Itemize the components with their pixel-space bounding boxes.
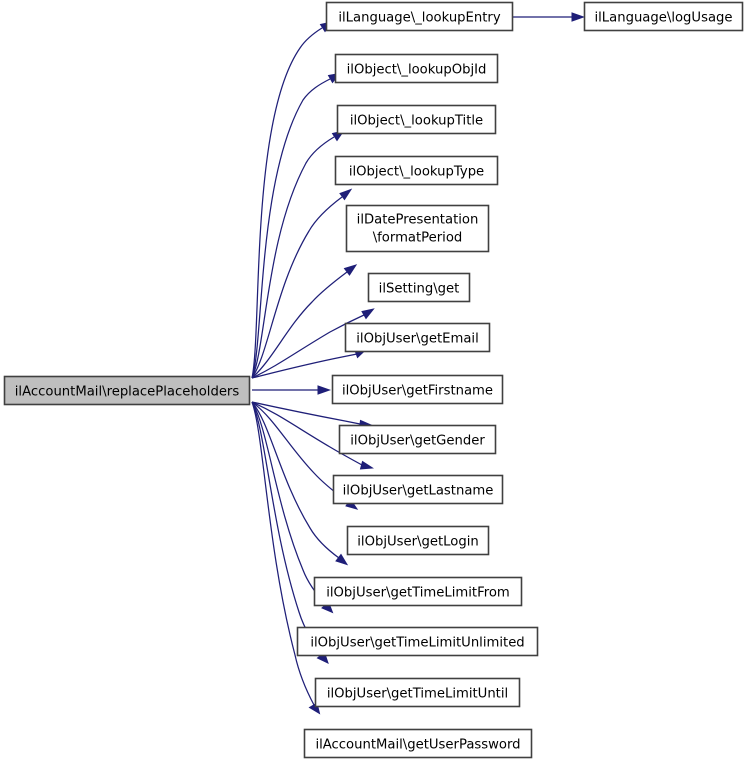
edge-root-to-getLastname (251, 401, 374, 470)
node-ilobjuser-gettimelimitfrom[interactable]: ilObjUser\getTimeLimitFrom (313, 576, 523, 607)
node-illanguage-lookupentry[interactable]: ilLanguage\_lookupEntry (325, 1, 514, 32)
node-ilobject-lookupobjid[interactable]: ilObject\_lookupObjId (334, 53, 499, 84)
node-ilobjuser-getfirstname[interactable]: ilObjUser\getFirstname (331, 374, 504, 405)
node-label-ilsetting-get: ilSetting\get (379, 282, 460, 297)
edge-root-to-formatPeriod (251, 264, 358, 379)
node-illanguage-logusage[interactable]: ilLanguage\logUsage (583, 1, 744, 32)
node-ilobjuser-getlastname[interactable]: ilObjUser\getLastname (332, 474, 504, 505)
node-label-ilobject-lookuptitle: ilObject\_lookupTitle (350, 114, 483, 129)
edge-layer (251, 12, 586, 715)
node-ilaccountmail-getuserpassword[interactable]: ilAccountMail\getUserPassword (303, 728, 533, 759)
node-ildatepresentation-formatperiod[interactable]: ilDatePresentation \formatPeriod (345, 204, 490, 253)
node-label-ildatepresentation-formatperiod-line1: ilDatePresentation (357, 213, 479, 228)
node-label-ilobjuser-gettimelimitfrom: ilObjUser\getTimeLimitFrom (326, 586, 510, 601)
edge-root-to-lookupObjId (251, 72, 341, 379)
edge-root-to-lookupType (251, 188, 353, 379)
node-label-illanguage-lookupentry: ilLanguage\_lookupEntry (338, 11, 500, 26)
node-ilobject-lookuptype[interactable]: ilObject\_lookupType (334, 155, 499, 186)
edge-lookupEntry-to-logUsage (512, 12, 586, 22)
node-ilobjuser-gettimelimitunlimited[interactable]: ilObjUser\getTimeLimitUnlimited (296, 626, 539, 657)
node-replace-placeholders[interactable]: ilAccountMail\replacePlaceholders (3, 375, 251, 406)
edge-root-to-getFirstname (252, 385, 332, 395)
node-label-illanguage-logusage: ilLanguage\logUsage (594, 11, 732, 26)
node-label-ilobjuser-gettimelimituntil: ilObjUser\getTimeLimitUntil (327, 687, 508, 702)
node-label-ildatepresentation-formatperiod-line2: \formatPeriod (373, 231, 463, 246)
node-label-ilaccountmail-getuserpassword: ilAccountMail\getUserPassword (315, 738, 520, 753)
node-label-ilobjuser-getlastname: ilObjUser\getLastname (343, 484, 494, 499)
node-label-ilobjuser-getemail: ilObjUser\getEmail (356, 332, 479, 347)
node-ilobjuser-getgender[interactable]: ilObjUser\getGender (338, 424, 497, 455)
node-ilobjuser-getlogin[interactable]: ilObjUser\getLogin (346, 525, 490, 556)
node-label-ilobjuser-getgender: ilObjUser\getGender (350, 434, 485, 449)
edge-root-to-getGender (251, 401, 373, 429)
node-label-ilobject-lookupobjid: ilObject\_lookupObjId (347, 63, 487, 78)
node-ilobjuser-getemail[interactable]: ilObjUser\getEmail (344, 322, 491, 353)
node-ilsetting-get[interactable]: ilSetting\get (367, 272, 471, 303)
node-label-ilobjuser-getfirstname: ilObjUser\getFirstname (342, 384, 493, 399)
node-layer: ilAccountMail\replacePlaceholders ilLang… (3, 1, 744, 759)
edge-root-to-ilSetting-get (251, 308, 375, 379)
edge-root-to-getEmail (251, 348, 368, 379)
edge-root-to-getUserPassword (251, 401, 321, 715)
node-label-replace-placeholders: ilAccountMail\replacePlaceholders (15, 385, 240, 400)
node-label-ilobjuser-getlogin: ilObjUser\getLogin (357, 535, 478, 550)
node-label-ilobjuser-gettimelimitunlimited: ilObjUser\getTimeLimitUnlimited (310, 636, 524, 651)
node-label-ilobject-lookuptype: ilObject\_lookupType (349, 165, 484, 180)
edge-root-to-getTimeLimitFrom (251, 401, 349, 566)
node-ilobject-lookuptitle[interactable]: ilObject\_lookupTitle (336, 104, 497, 135)
node-ilobjuser-gettimelimituntil[interactable]: ilObjUser\getTimeLimitUntil (314, 677, 521, 708)
